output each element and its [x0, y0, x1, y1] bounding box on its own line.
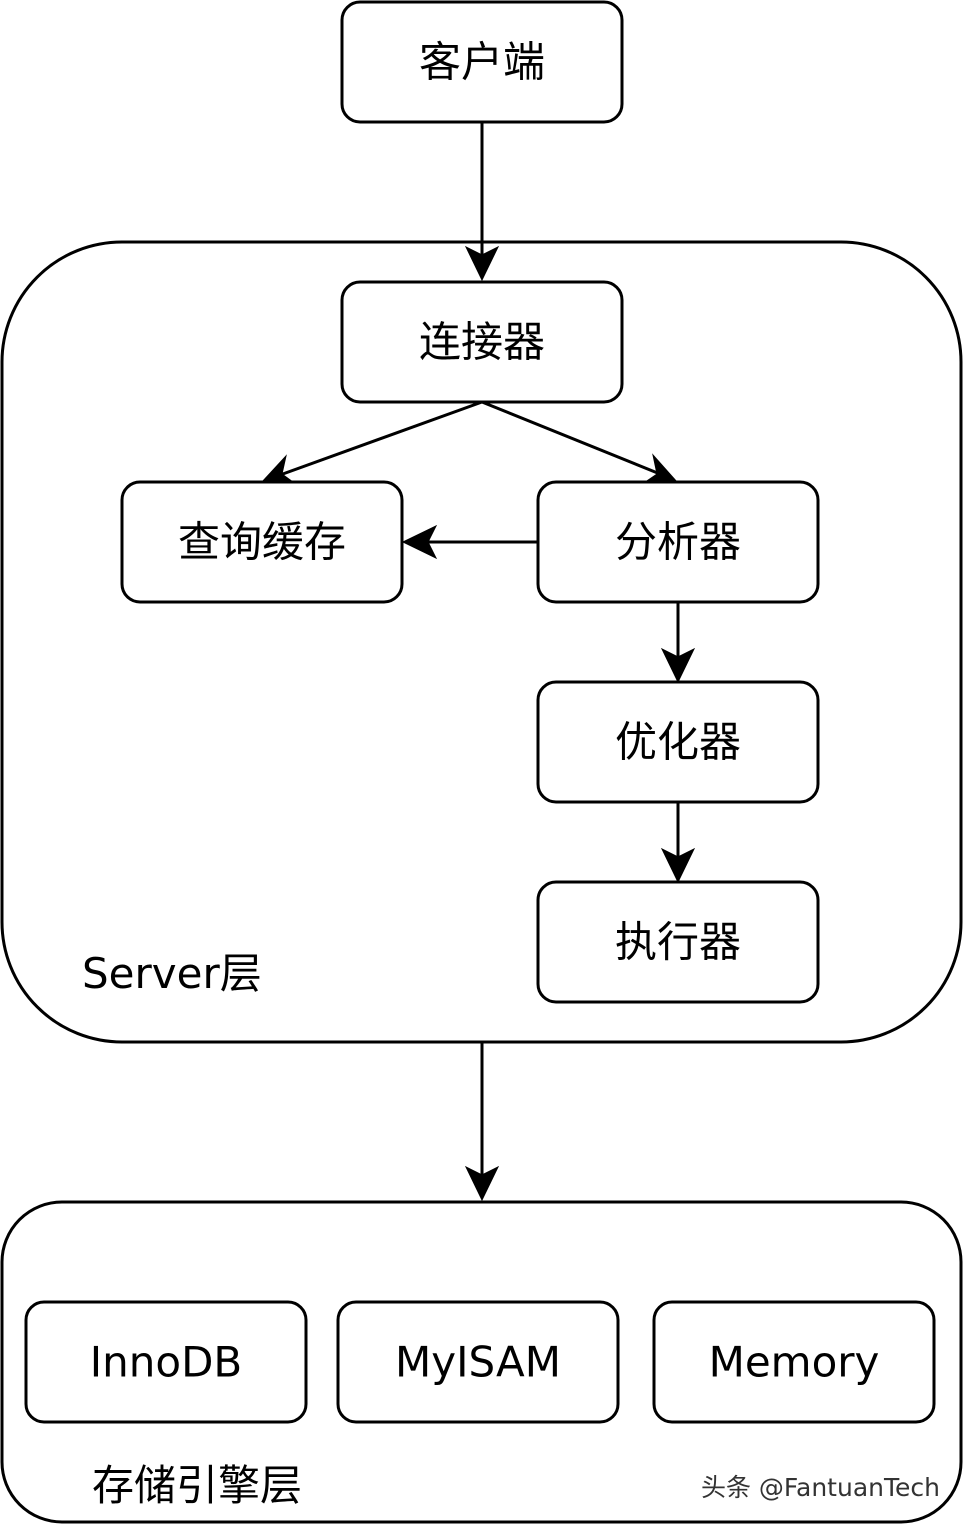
- node-myisam: MyISAM: [336, 1300, 620, 1424]
- executor-box: [536, 880, 820, 1004]
- connector-box: [340, 280, 624, 404]
- node-innodb: InnoDB: [24, 1300, 308, 1424]
- edge-connector-analyzer: [481, 400, 661, 476]
- node-connector: 连接器: [340, 280, 624, 404]
- edges: [260, 122, 696, 1202]
- node-optimizer: 优化器: [536, 680, 820, 804]
- myisam-label: MyISAM: [395, 1338, 561, 1387]
- optimizer-box: [536, 680, 820, 804]
- arrowhead-optimizer-executor: [660, 847, 696, 884]
- arrowhead-analyzer-query-cache: [401, 524, 438, 560]
- node-memory: Memory: [652, 1300, 936, 1424]
- server-layer-label: Server层: [82, 949, 262, 998]
- memory-label: Memory: [709, 1338, 880, 1387]
- node-executor: 执行器: [536, 880, 820, 1004]
- arrowhead-server-storage: [464, 1165, 500, 1202]
- analyzer-label: 分析器: [615, 518, 741, 567]
- watermark: 头条 @FantuanTech: [701, 1473, 940, 1502]
- query-cache-label: 查询缓存: [178, 518, 346, 567]
- client-label: 客户端: [419, 38, 545, 87]
- node-client: 客户端: [340, 0, 624, 124]
- optimizer-label: 优化器: [615, 718, 741, 767]
- analyzer-box: [536, 480, 820, 604]
- innodb-box: [24, 1300, 308, 1424]
- myisam-box: [336, 1300, 620, 1424]
- node-analyzer: 分析器: [536, 480, 820, 604]
- arrowhead-analyzer-optimizer: [660, 647, 696, 684]
- edge-connector-query-cache: [279, 400, 483, 477]
- client-box: [340, 0, 624, 124]
- node-query-cache: 查询缓存: [120, 480, 404, 604]
- connector-label: 连接器: [419, 318, 545, 367]
- memory-box: [652, 1300, 936, 1424]
- storage-layer-label: 存储引擎层: [92, 1461, 302, 1510]
- executor-label: 执行器: [615, 918, 741, 967]
- server-layer: Server层: [0, 240, 963, 1044]
- innodb-label: InnoDB: [90, 1338, 242, 1387]
- arrowhead-client-connector: [464, 245, 500, 282]
- query-cache-box: [120, 480, 404, 604]
